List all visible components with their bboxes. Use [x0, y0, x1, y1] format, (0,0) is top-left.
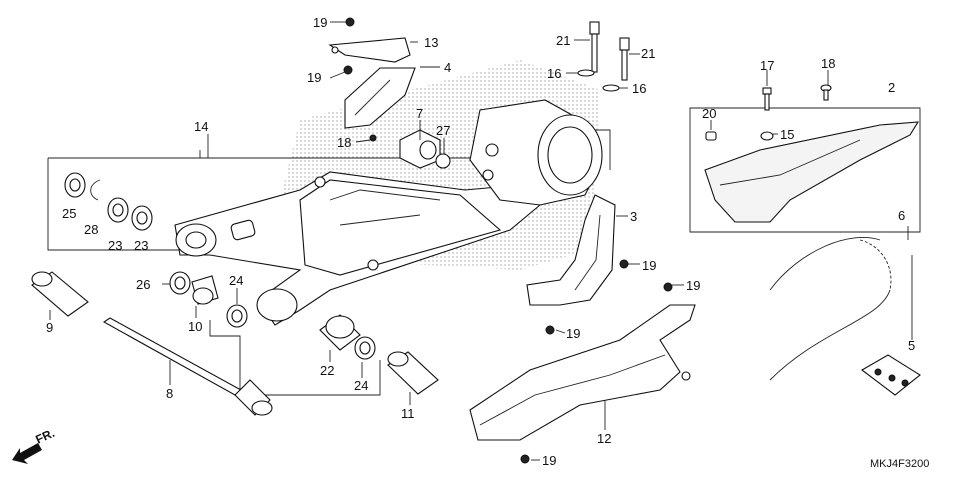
callout-25: 25 — [62, 206, 76, 221]
callout-19-b: 19 — [307, 70, 321, 85]
collar-11 — [387, 351, 439, 395]
callout-15: 15 — [780, 127, 794, 142]
seal-24-upper — [226, 304, 248, 328]
callout-23-a: 23 — [108, 238, 122, 253]
bracket-13 — [328, 37, 411, 63]
circlip-28 — [90, 179, 101, 201]
screw-18-right — [820, 84, 832, 101]
swingarm — [174, 99, 603, 326]
bolt-19-guard — [619, 259, 629, 269]
bearing-23-b — [131, 205, 153, 231]
callout-5: 5 — [908, 338, 915, 353]
callout-22: 22 — [320, 363, 334, 378]
front-indicator: FR. — [33, 426, 56, 447]
bolt-21-left — [589, 21, 600, 73]
callout-24-b: 24 — [354, 378, 368, 393]
clip-20 — [705, 131, 717, 141]
leader-lines — [49, 21, 913, 461]
callout-21-a: 21 — [556, 33, 570, 48]
bolt-17 — [762, 87, 772, 111]
bolt-19-slider-bottom — [520, 454, 530, 464]
chain-joint-5 — [861, 354, 921, 396]
drawing-code: MKJ4F3200 — [870, 458, 929, 470]
callout-11: 11 — [401, 406, 415, 421]
bolt-19-mid — [343, 65, 353, 75]
callout-19-f: 19 — [542, 453, 556, 468]
bolt-21-right — [619, 37, 630, 81]
screw-18-left — [369, 134, 377, 142]
callout-14: 14 — [194, 119, 208, 134]
callout-19-e: 19 — [686, 278, 700, 293]
front-arrow-icon — [12, 443, 42, 464]
bolt-19-top — [345, 17, 355, 27]
callout-19-d: 19 — [566, 326, 580, 341]
callout-23-b: 23 — [134, 238, 148, 253]
chain-cover-2 — [704, 121, 920, 223]
callout-6: 6 — [898, 208, 905, 223]
pivot-collar-9 — [31, 271, 89, 317]
swingarm-group-bottom — [209, 320, 381, 396]
callout-19-a: 19 — [313, 15, 327, 30]
seal-24-lower — [354, 336, 376, 360]
drive-chain-6 — [769, 237, 892, 381]
seal-25 — [64, 172, 86, 198]
callout-27: 27 — [436, 123, 450, 138]
callout-4: 4 — [444, 60, 451, 75]
guard-3 — [526, 194, 616, 306]
chain-slider-12 — [469, 304, 696, 441]
callout-3: 3 — [630, 209, 637, 224]
washer-16-left — [577, 69, 595, 77]
callout-16-b: 16 — [632, 81, 646, 96]
callout-19-c: 19 — [642, 258, 656, 273]
o-ring-27 — [435, 153, 451, 169]
bearing-23-a — [107, 197, 129, 223]
callout-24-a: 24 — [229, 273, 243, 288]
callout-26: 26 — [136, 277, 150, 292]
callout-7: 7 — [416, 106, 423, 121]
collar-10 — [191, 275, 219, 305]
callout-13: 13 — [424, 35, 438, 50]
pivot-shaft-8 — [102, 317, 273, 416]
callout-21-b: 21 — [641, 46, 655, 61]
bearing-22 — [319, 314, 361, 351]
cover-4 — [344, 67, 416, 129]
callout-20: 20 — [702, 106, 716, 121]
callout-18-a: 18 — [337, 135, 351, 150]
callout-18-b: 18 — [821, 56, 835, 71]
callout-9: 9 — [46, 320, 53, 335]
seal-26 — [169, 271, 191, 295]
callout-17: 17 — [760, 58, 774, 73]
bolt-19-slider-top — [663, 282, 673, 292]
callout-8: 8 — [166, 386, 173, 401]
bolt-19-guard-low — [545, 325, 555, 335]
callout-10: 10 — [188, 319, 202, 334]
callout-28: 28 — [84, 222, 98, 237]
washer-16-right — [602, 84, 620, 92]
callout-16-a: 16 — [547, 66, 561, 81]
callout-12: 12 — [597, 431, 611, 446]
chain-cover-group-bracket — [689, 107, 921, 233]
callout-2: 2 — [888, 80, 895, 95]
collar-15 — [760, 131, 774, 141]
